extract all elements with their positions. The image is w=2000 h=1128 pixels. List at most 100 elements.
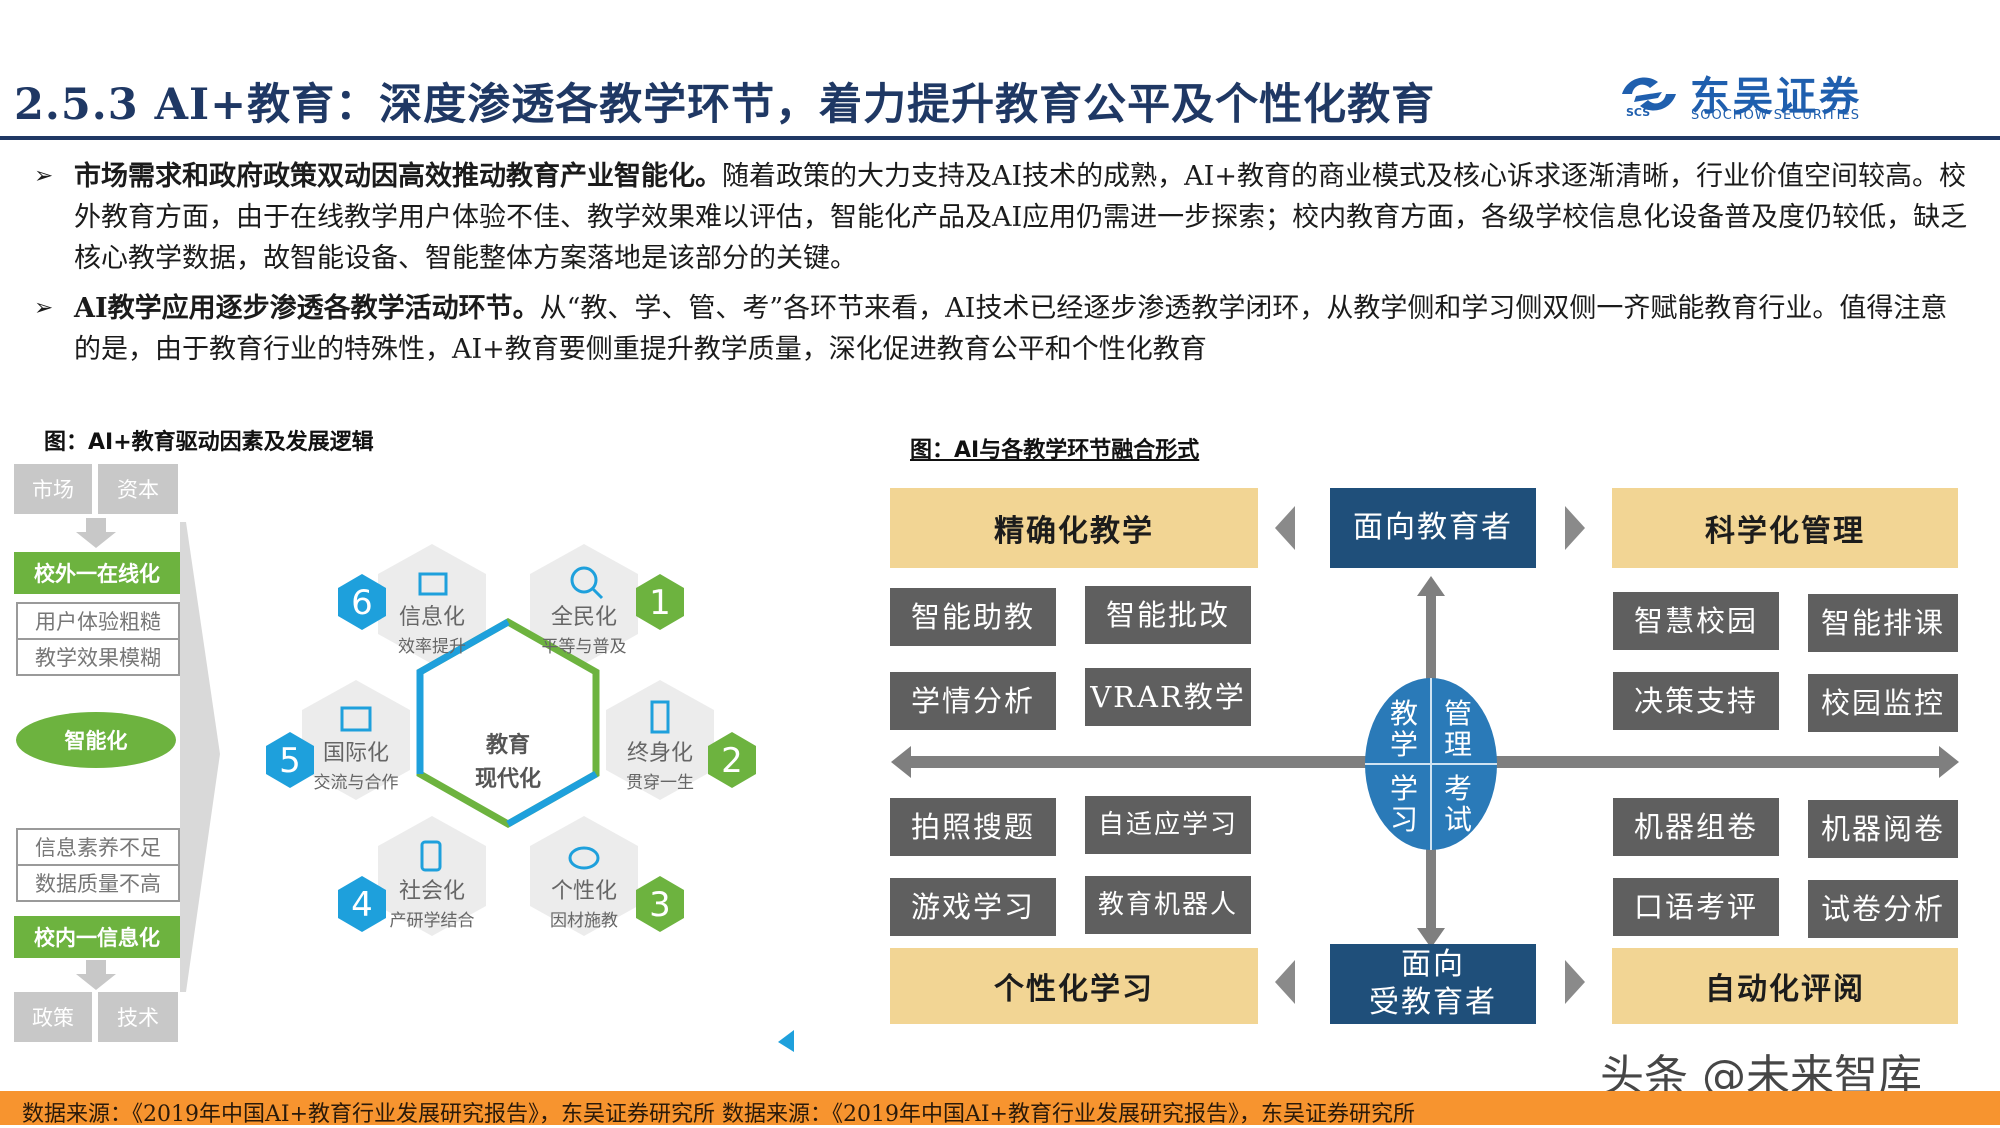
for-learners-line: 受教育者	[1369, 985, 1497, 1020]
phone-icon	[420, 840, 442, 872]
petal-hex	[530, 816, 638, 936]
tag-vrar-teaching: VRAR教学	[1085, 668, 1251, 726]
for-educators-box: 面向教育者	[1330, 488, 1536, 568]
circle-char: 学	[1390, 728, 1418, 761]
badge-number: 6	[351, 583, 373, 623]
intelligent-oval: 智能化	[16, 712, 176, 768]
circle-char: 学	[1390, 772, 1418, 805]
petal-hex	[606, 680, 714, 800]
integration-figure: 教 管 学 理 学 考 习 试 精确化教学 面向教育者 科学化管理 个性化学习 …	[885, 480, 1965, 1025]
petal-sub: 产研学结合	[390, 911, 475, 931]
badge-number: 5	[279, 741, 301, 781]
tag-machine-marking: 机器阅卷	[1808, 800, 1958, 858]
page-title: 2.5.3 AI+教育：深度渗透各教学环节，着力提升教育公平及个性化教育	[14, 80, 1436, 130]
right-chevron-icon	[1565, 506, 1585, 550]
bullet-lead: AI教学应用逐步渗透各教学活动环节。	[74, 293, 540, 324]
down-arrow-icon	[76, 518, 116, 548]
thermometer-icon	[650, 700, 670, 734]
online-issue: 用户体验粗糙	[16, 602, 180, 640]
soochow-logo: SCS 东吴证券 SOOCHOW SECURITIES	[1618, 68, 1898, 124]
market-box: 市场	[14, 464, 92, 514]
for-learners-box: 面向 受教育者	[1330, 944, 1536, 1024]
scs-mark-text: SCS	[1626, 106, 1650, 118]
monitor-icon	[418, 572, 448, 596]
tag-learning-analysis: 学情分析	[890, 672, 1056, 730]
technology-box: 技术	[98, 992, 178, 1042]
bullet-text: 从“教、学、管、考”各环节来看，AI技术已经逐步渗透教学闭环，从教学侧和学习侧双…	[74, 293, 1948, 365]
data-source: 数据来源：《2019年中国AI+教育行业发展研究报告》，东吴证券研究所 数据来源…	[22, 1102, 1415, 1127]
precise-teaching-box: 精确化教学	[890, 488, 1258, 568]
tag-adaptive-learning: 自适应学习	[1085, 796, 1251, 854]
offline-issue: 数据质量不高	[16, 864, 180, 902]
badge-number: 2	[721, 741, 743, 781]
left-chevron-icon	[1275, 506, 1295, 550]
drivers-figure: 市场 资本 校外一在线化 用户体验粗糙 教学效果模糊 智能化 信息素养不足 数据…	[14, 462, 794, 1057]
header-divider	[0, 136, 2000, 140]
integration-diagram: 教 管 学 理 学 考 习 试	[891, 506, 1959, 1004]
drivers-diagram: 1 2 3 4 5 6 全民化 平等与普及 终身化 贯穿一生 个性化 因材施教 …	[76, 518, 794, 1052]
tag-smart-campus: 智慧校园	[1613, 592, 1779, 650]
logo-chinese-name: 东吴证券	[1690, 74, 1862, 120]
chat-icon	[568, 846, 600, 870]
circle-char: 理	[1444, 728, 1472, 761]
badge-number: 3	[649, 885, 671, 925]
petal-sub: 贯穿一生	[626, 773, 694, 793]
bullet-item: ➢ 市场需求和政府政策双动因高效推动教育产业智能化。随着政策的大力支持及AI技术…	[34, 156, 1969, 279]
edit-icon	[340, 706, 372, 732]
petal-title: 终身化	[627, 741, 693, 766]
scs-logo-icon: SCS	[1622, 77, 1676, 118]
capital-box: 资本	[98, 464, 178, 514]
circle-char: 试	[1444, 803, 1472, 836]
online-box: 校外一在线化	[14, 552, 180, 594]
search-icon-handle	[591, 587, 604, 600]
petal-sub: 平等与普及	[542, 637, 627, 657]
logo-english-name: SOOCHOW SECURITIES	[1691, 108, 1860, 123]
circle-char: 习	[1390, 803, 1418, 836]
petal-hex	[378, 816, 486, 936]
petal-title: 社会化	[399, 879, 465, 904]
right-arrow-icon	[180, 522, 220, 992]
hub-line: 现代化	[475, 766, 541, 792]
arrow-bullet-icon: ➢	[34, 163, 54, 189]
footer-bar	[0, 1091, 2000, 1125]
hub-line: 教育	[486, 732, 530, 758]
up-arrow-icon	[76, 960, 116, 990]
scientific-management-box: 科学化管理	[1612, 488, 1958, 568]
tag-oral-exam: 口语考评	[1613, 878, 1779, 936]
figure-caption-right: 图：AI与各教学环节融合形式	[910, 438, 1200, 463]
petal-hex	[378, 544, 486, 664]
petal-title: 个性化	[551, 879, 617, 904]
tag-photo-search: 拍照搜题	[890, 798, 1056, 856]
number-badges	[266, 574, 756, 932]
circle-char: 管	[1444, 697, 1472, 730]
badge-number: 4	[351, 885, 373, 925]
petal-sub: 交流与合作	[314, 773, 399, 793]
petal-hex	[302, 680, 410, 800]
tag-paper-analysis: 试卷分析	[1808, 880, 1958, 938]
tag-smart-scheduling: 智能排课	[1808, 594, 1958, 652]
for-learners-line: 面向	[1401, 947, 1465, 982]
tag-campus-monitoring: 校园监控	[1808, 674, 1958, 732]
petal-sub: 效率提升	[398, 637, 466, 657]
figure-caption-left: 图：AI+教育驱动因素及发展逻辑	[44, 430, 374, 455]
personalized-learning-box: 个性化学习	[890, 948, 1258, 1024]
online-issue: 教学效果模糊	[16, 638, 180, 676]
auto-grading-box: 自动化评阅	[1612, 948, 1958, 1024]
tag-game-learning: 游戏学习	[890, 878, 1056, 936]
tag-edu-robot: 教育机器人	[1085, 876, 1251, 934]
corner-mark-icon	[778, 1030, 794, 1052]
petal-title: 全民化	[551, 605, 617, 630]
tag-decision-support: 决策支持	[1613, 672, 1779, 730]
arrow-bullet-icon: ➢	[34, 295, 54, 321]
petal-title: 国际化	[323, 741, 389, 766]
bullet-lead: 市场需求和政府政策双动因高效推动教育产业智能化。	[74, 161, 722, 192]
circle-char: 考	[1444, 772, 1472, 805]
tag-smart-grading: 智能批改	[1085, 586, 1251, 644]
offline-box: 校内一信息化	[14, 916, 180, 958]
right-chevron-icon	[1565, 960, 1585, 1004]
left-chevron-icon	[1275, 960, 1295, 1004]
policy-box: 政策	[14, 992, 92, 1042]
search-icon	[570, 566, 598, 594]
petal-sub: 因材施教	[550, 911, 618, 931]
tag-auto-paper: 机器组卷	[1613, 798, 1779, 856]
